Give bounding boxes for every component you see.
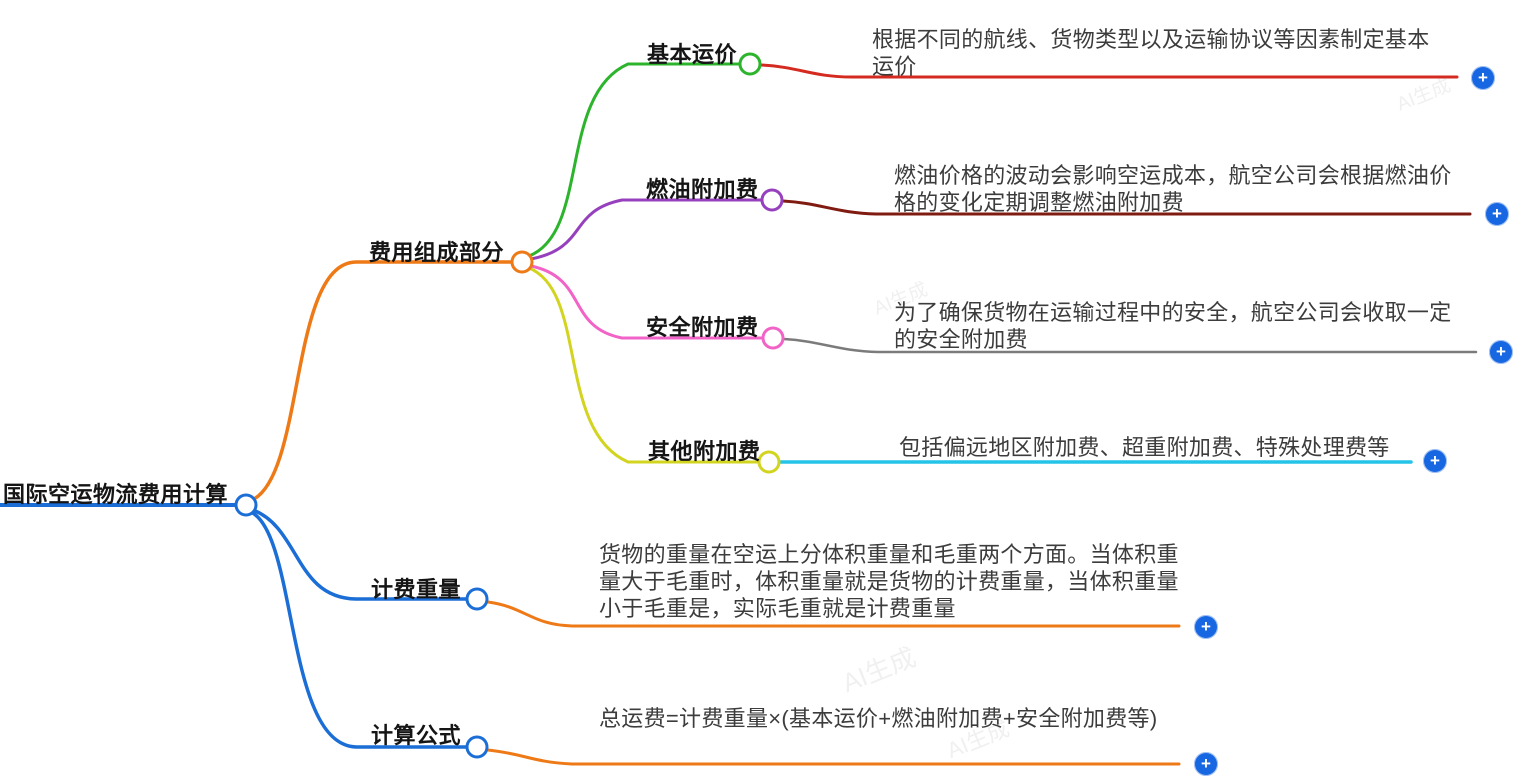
node-handle-chargeable-weight[interactable] [465, 587, 489, 611]
expand-button-basic-rate[interactable]: + [1471, 66, 1495, 90]
node-handle-fuel-surcharge[interactable] [760, 188, 784, 212]
node-label-formula[interactable]: 计算公式 [371, 723, 462, 748]
edge-root-to-chargeable-weight [251, 508, 468, 601]
node-label-security-surcharge[interactable]: 安全附加费 [646, 315, 759, 340]
desc-formula[interactable]: 总运费=计费重量×(基本运价+燃油附加费+安全附加费等) [599, 706, 1158, 731]
expand-button-formula[interactable]: + [1194, 752, 1218, 776]
edge-fuel-surcharge-desc [781, 199, 1472, 216]
node-label-basic-rate[interactable]: 基本运价 [647, 42, 738, 67]
node-label-other-surcharge[interactable]: 其他附加费 [648, 439, 761, 464]
node-handle-cost-components[interactable] [510, 250, 534, 274]
edge-cost-to-security-surcharge [529, 264, 764, 340]
edge-formula-desc [486, 748, 1181, 766]
node-handle-other-surcharge[interactable] [757, 450, 781, 474]
desc-security-surcharge[interactable]: 为了确保货物在运输过程中的安全，航空公司会收取一定的安全附加费 [894, 300, 1452, 352]
expand-button-other-surcharge[interactable]: + [1423, 449, 1447, 473]
node-label-fuel-surcharge[interactable]: 燃油附加费 [646, 177, 759, 202]
plus-icon: + [1201, 616, 1211, 636]
edge-root-to-cost-components [252, 260, 513, 501]
node-label-cost-components[interactable]: 费用组成部分 [369, 240, 505, 265]
node-handle-root[interactable] [234, 493, 258, 517]
edge-cost-to-other-surcharge [527, 266, 760, 464]
edge-basic-rate-desc [759, 63, 1459, 79]
plus-icon: + [1496, 341, 1506, 361]
node-label-chargeable-weight[interactable]: 计费重量 [371, 577, 462, 602]
expand-button-security-surcharge[interactable]: + [1489, 340, 1513, 364]
desc-basic-rate[interactable]: 根据不同的航线、货物类型以及运输协议等因素制定基本运价 [872, 27, 1430, 79]
edge-cost-to-basic-rate [527, 62, 741, 258]
plus-icon: + [1492, 203, 1502, 223]
plus-icon: + [1201, 753, 1211, 773]
desc-chargeable-weight[interactable]: 货物的重量在空运上分体积重量和毛重两个方面。当体积重量大于毛重时，体积重量就是货… [599, 542, 1179, 621]
expand-button-chargeable-weight[interactable]: + [1194, 615, 1218, 639]
desc-fuel-surcharge[interactable]: 燃油价格的波动会影响空运成本，航空公司会根据燃油价格的变化定期调整燃油附加费 [894, 163, 1452, 215]
edge-chargeable-weight-desc [486, 600, 1181, 628]
root-node-label[interactable]: 国际空运物流费用计算 [3, 482, 229, 507]
desc-other-surcharge[interactable]: 包括偏远地区附加费、超重附加费、特殊处理费等 [899, 435, 1390, 460]
plus-icon: + [1430, 450, 1440, 470]
edge-cost-to-fuel-surcharge [529, 198, 763, 261]
node-handle-security-surcharge[interactable] [761, 326, 785, 350]
plus-icon: + [1478, 67, 1488, 87]
node-handle-formula[interactable] [465, 735, 489, 759]
edge-root-to-formula [249, 510, 468, 749]
edge-security-surcharge-desc [782, 337, 1478, 354]
expand-button-fuel-surcharge[interactable]: + [1485, 202, 1509, 226]
node-handle-basic-rate[interactable] [738, 52, 762, 76]
